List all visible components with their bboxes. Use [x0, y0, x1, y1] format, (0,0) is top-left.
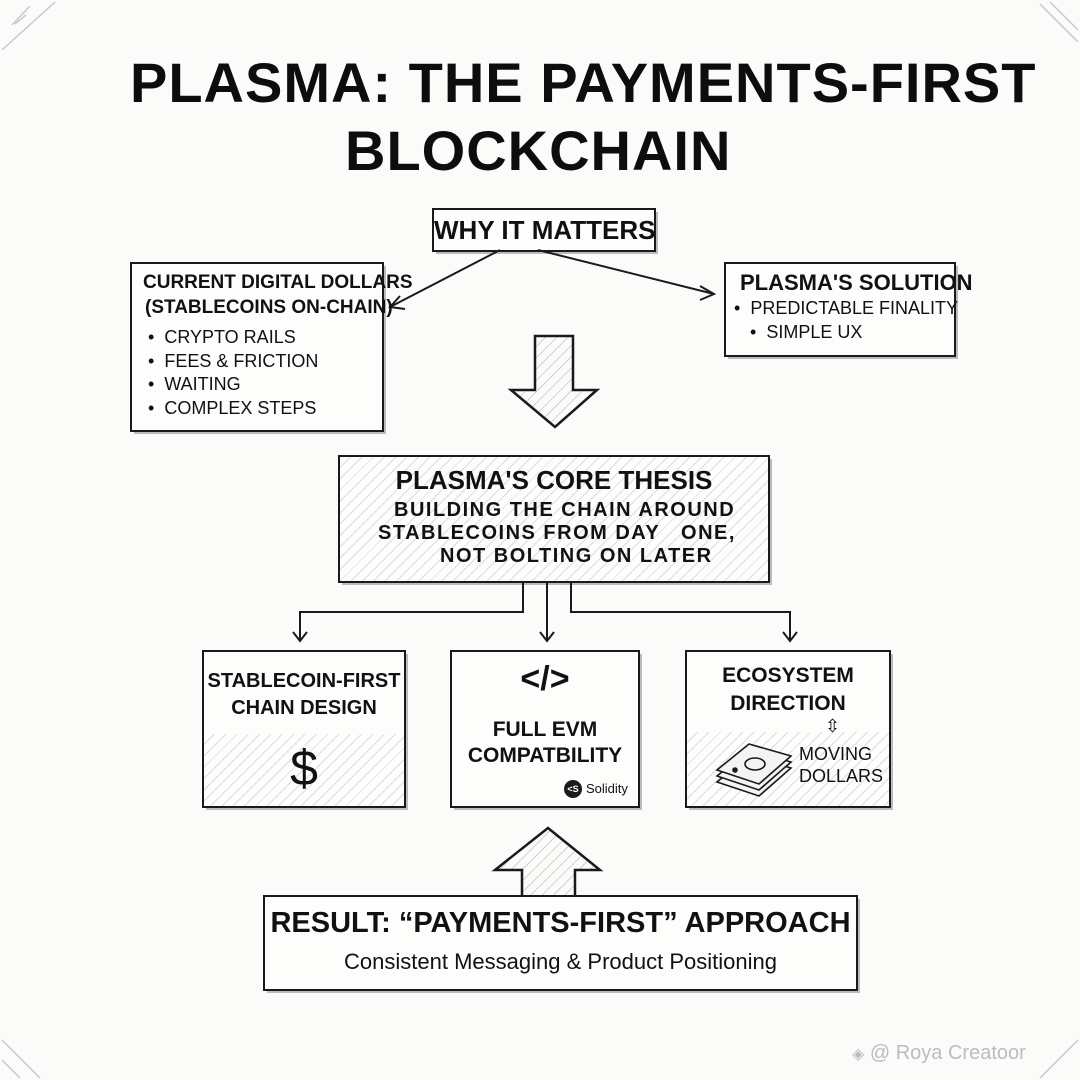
bullet-icon: •: [734, 298, 741, 318]
pillar-full-evm: </> FULL EVM COMPATBILITY <S Solidity: [450, 650, 640, 808]
pillar-3-title-2: DIRECTION: [730, 692, 846, 715]
why-it-matters-label: WHY IT MATTERS: [434, 215, 656, 245]
watermark: ◈ @ Roya Creatoor: [852, 1042, 1026, 1065]
why-it-matters-box: WHY IT MATTERS: [432, 208, 656, 252]
pillar-2-title-2: COMPATBILITY: [467, 744, 623, 767]
pillar-3-title-1: ECOSYSTEM: [722, 664, 854, 687]
pillar-1-title-2: CHAIN DESIGN: [231, 697, 377, 719]
dollar-icon: $: [290, 740, 318, 796]
current-bullet-item: • COMPLEX STEPS: [148, 397, 317, 418]
pillar-ecosystem-direction: ECOSYSTEM DIRECTION ⇳ MOVING DOLLARS: [685, 650, 891, 808]
solution-bullet-item: • SIMPLE UX: [750, 322, 863, 342]
current-bullet-item: • WAITING: [148, 374, 241, 394]
current-heading-1: CURRENT DIGITAL DOLLARS: [143, 272, 413, 293]
pillar-3-sub-1: MOVING: [799, 744, 873, 764]
core-thesis-box: PLASMA'S CORE THESIS BUILDING THE CHAIN …: [338, 455, 770, 583]
arrow-to-current: [389, 249, 501, 308]
pillar-stablecoin-first: STABLECOIN-FIRST CHAIN DESIGN $: [202, 650, 406, 808]
thesis-heading: PLASMA'S CORE THESIS: [395, 465, 713, 495]
result-heading: RESULT: “PAYMENTS-FIRST” APPROACH: [270, 907, 851, 939]
solution-heading: PLASMA'S SOLUTION: [740, 270, 973, 295]
pillar-1-title-1: STABLECOIN-FIRST: [207, 670, 401, 692]
thesis-line-3: NOT BOLTING ON LATER: [440, 545, 713, 567]
current-digital-dollars-box: CURRENT DIGITAL DOLLARS (STABLECOINS ON-…: [130, 262, 413, 432]
thesis-line-1: BUILDING THE CHAIN AROUND: [394, 499, 736, 521]
code-icon: </>: [520, 660, 570, 698]
thesis-line-2: STABLECOINS FROM DAY ONE,: [378, 522, 736, 544]
bullet-icon: •: [148, 350, 155, 371]
current-bullet-item: • FEES & FRICTION: [148, 350, 319, 371]
bullet-icon: •: [148, 397, 155, 418]
bullet-icon: •: [148, 327, 155, 347]
pillar-3-sub-2: DOLLARS: [799, 766, 884, 786]
solidity-label: Solidity: [586, 781, 628, 796]
watermark-text: @ Roya Creatoor: [869, 1042, 1026, 1064]
result-subtitle: Consistent Messaging & Product Positioni…: [344, 949, 777, 974]
plasma-solution-box: PLASMA'S SOLUTION • PREDICTABLE FINALITY…: [724, 262, 973, 357]
bullet-icon: •: [148, 374, 155, 394]
arrow-head-right: [699, 285, 717, 301]
pillar-hatch: [204, 734, 404, 806]
arrow-to-solution: [537, 249, 715, 295]
binance-logo-icon: ◈: [852, 1046, 865, 1063]
up-down-arrow-icon: ⇳: [825, 716, 841, 736]
current-bullet-list: • CRYPTO RAILS • FEES & FRICTION • WAITI…: [148, 326, 318, 420]
bullet-icon: •: [750, 322, 757, 342]
pillar-2-title-1: FULL EVM: [492, 718, 598, 741]
arrow-head-left: [387, 295, 406, 310]
current-heading-2: (STABLECOINS ON-CHAIN): [145, 297, 393, 318]
page-title-line2: BLOCKCHAIN: [345, 119, 732, 182]
money-stack-icon: [715, 743, 793, 797]
solidity-badge-icon: <S: [564, 780, 582, 798]
page-title-line1: PLASMA: THE PAYMENTS-FIRST: [130, 51, 1037, 114]
current-bullet-item: • CRYPTO RAILS: [148, 327, 296, 347]
result-box: RESULT: “PAYMENTS-FIRST” APPROACH Consis…: [263, 895, 858, 991]
solution-bullet-item: • PREDICTABLE FINALITY: [734, 298, 959, 318]
